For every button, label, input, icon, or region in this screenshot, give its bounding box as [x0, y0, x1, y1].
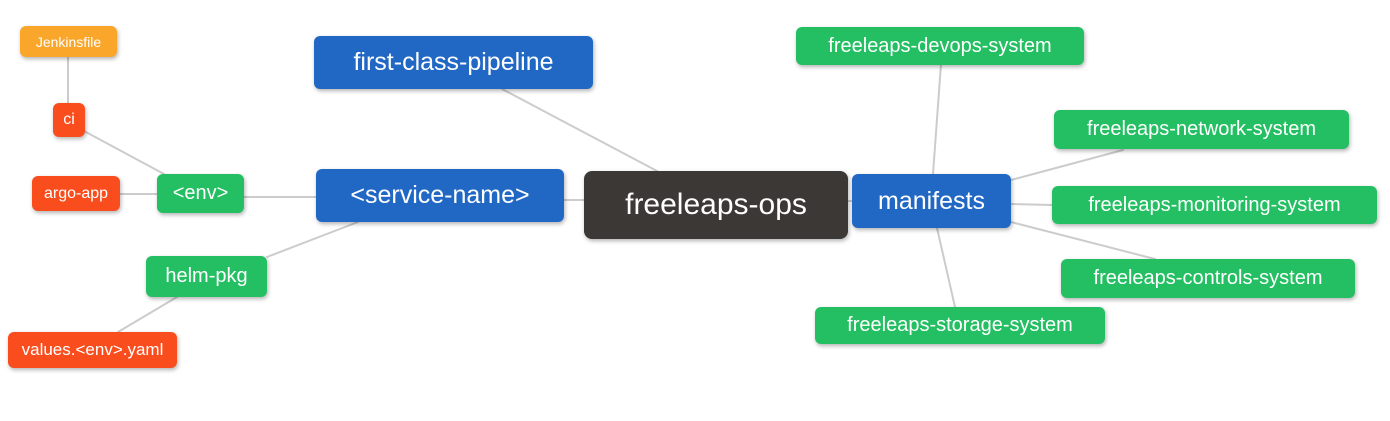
node-freeleaps-ops-root[interactable]: freeleaps-ops: [584, 171, 848, 239]
node-ci[interactable]: ci: [53, 103, 85, 137]
node-jenkinsfile[interactable]: Jenkinsfile: [20, 26, 117, 57]
edge-manifests-storage: [936, 227, 956, 308]
node-freeleaps-monitoring-system[interactable]: freeleaps-monitoring-system: [1052, 186, 1377, 224]
node-freeleaps-network-system[interactable]: freeleaps-network-system: [1054, 110, 1349, 149]
node-helm-pkg[interactable]: helm-pkg: [146, 256, 267, 297]
node-manifests[interactable]: manifests: [852, 174, 1011, 228]
node-freeleaps-storage-system[interactable]: freeleaps-storage-system: [815, 307, 1105, 344]
node-freeleaps-devops-system[interactable]: freeleaps-devops-system: [796, 27, 1084, 65]
edge-service-name-helm-pkg: [266, 221, 359, 258]
node-service-name[interactable]: <service-name>: [316, 169, 564, 222]
edge-manifests-network: [1010, 149, 1124, 181]
edge-manifests-monitoring: [1010, 203, 1053, 206]
node-first-class-pipeline[interactable]: first-class-pipeline: [314, 36, 593, 89]
node-argo-app[interactable]: argo-app: [32, 176, 120, 211]
edge-helm-pkg-values: [117, 296, 178, 333]
edge-ci-env: [83, 130, 165, 175]
edge-manifests-devops: [932, 63, 942, 175]
node-values-env-yaml[interactable]: values.<env>.yaml: [8, 332, 177, 368]
edge-manifests-controls: [1010, 221, 1156, 260]
node-freeleaps-controls-system[interactable]: freeleaps-controls-system: [1061, 259, 1355, 298]
edge-pipeline-root: [501, 88, 658, 172]
node-env[interactable]: <env>: [157, 174, 244, 213]
